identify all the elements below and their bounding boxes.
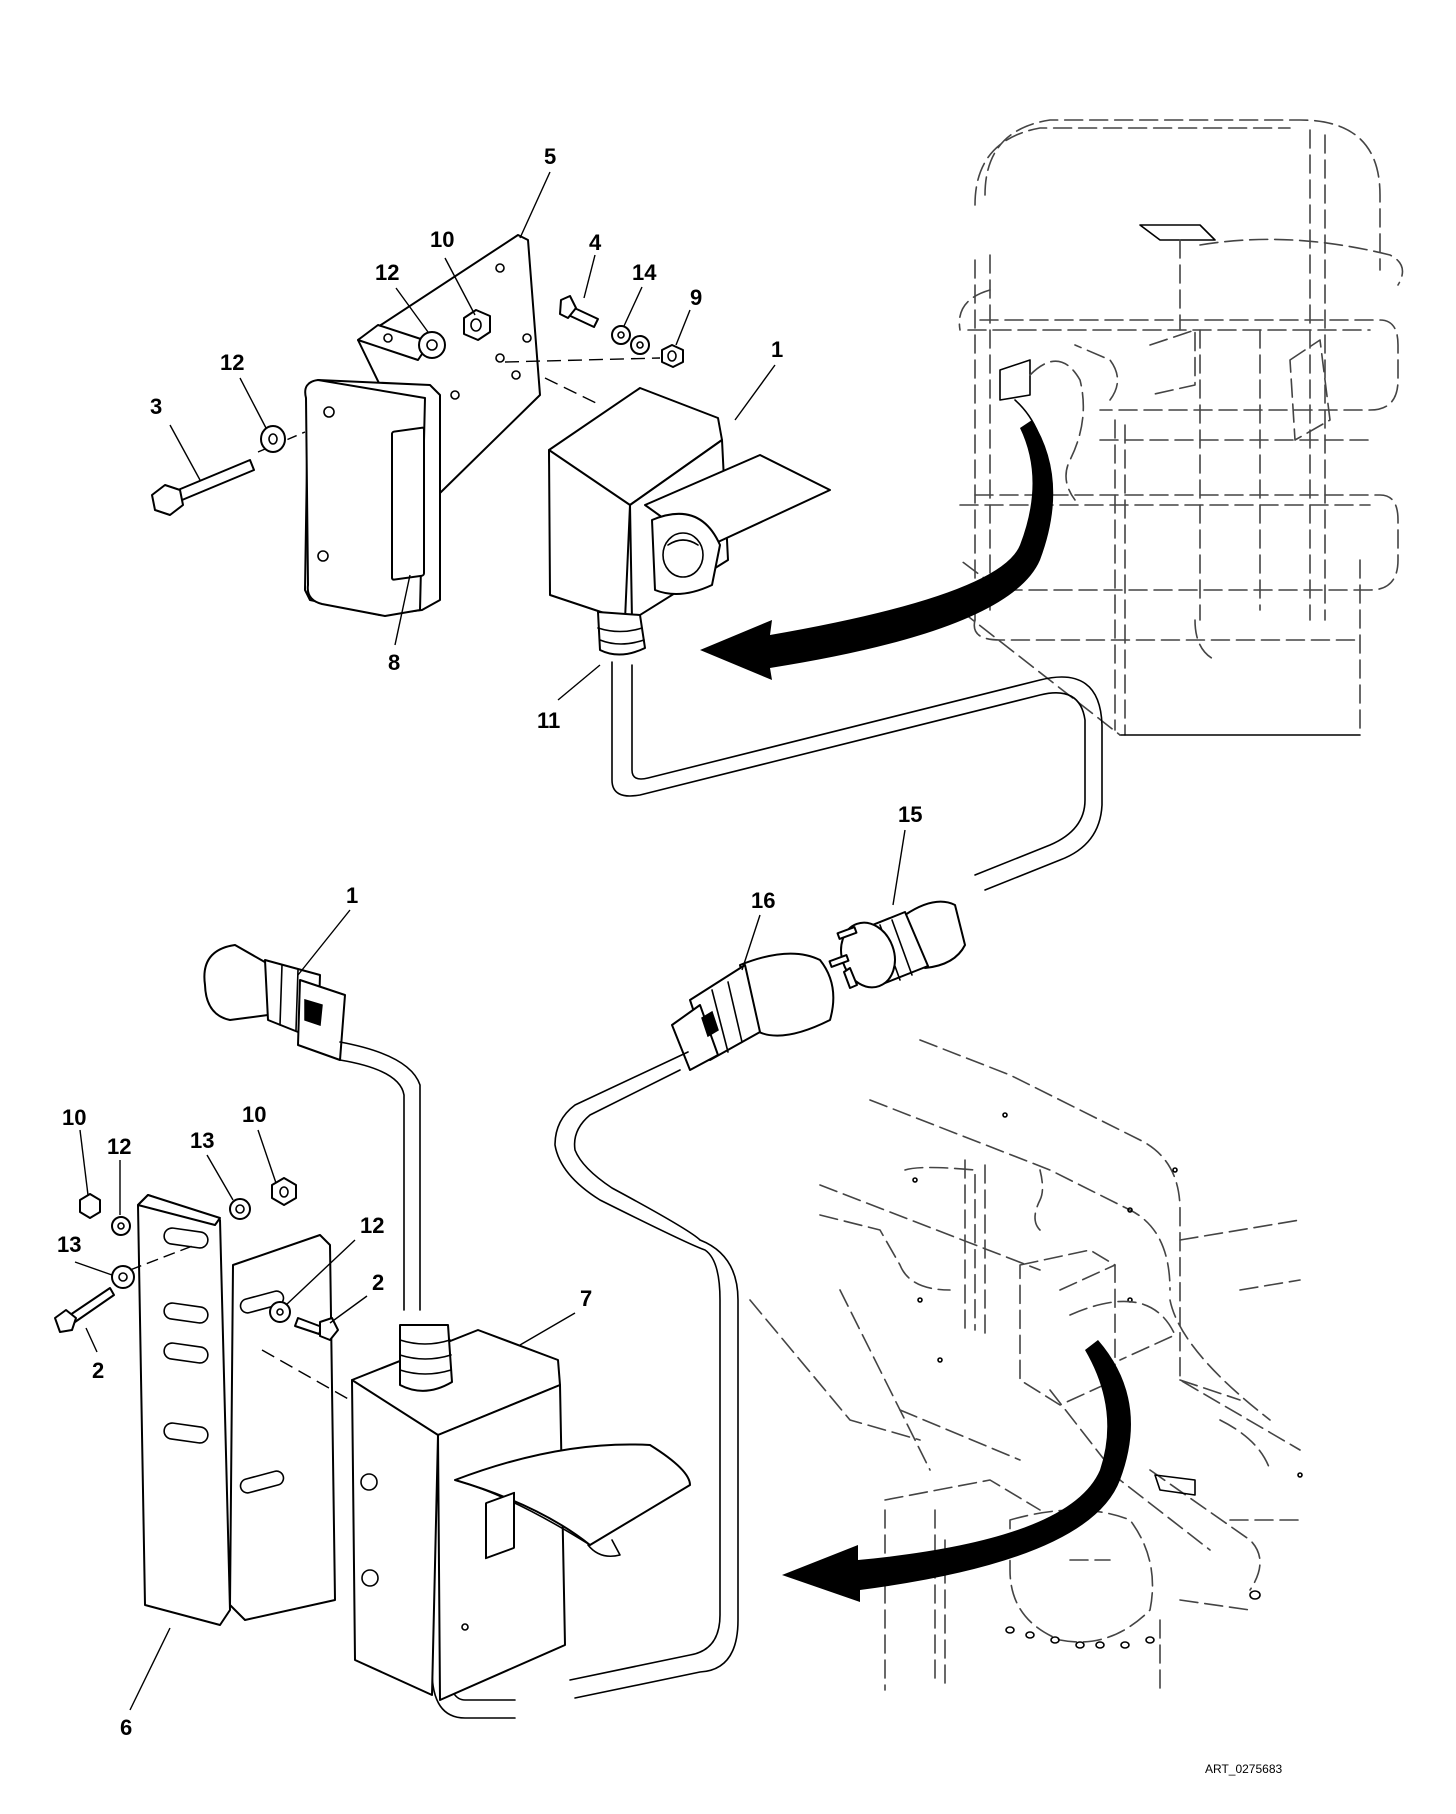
callout-12-lower-right: 12 (360, 1213, 384, 1238)
nut-10-lower-left (79, 1193, 101, 1219)
washer-13-lower-left (111, 1265, 135, 1289)
bracket-6 (137, 1194, 336, 1626)
callout-12-lower-left: 12 (107, 1134, 131, 1159)
callout-3: 3 (150, 394, 162, 419)
callout-leaders (74, 171, 906, 1711)
nut-9 (661, 344, 684, 368)
bolt-2-left (54, 1287, 115, 1333)
callout-2-left: 2 (92, 1358, 104, 1383)
bolt-2-right (294, 1317, 339, 1341)
cord-upper (611, 661, 1103, 891)
callout-10-lower-left: 10 (62, 1105, 86, 1130)
callout-4: 4 (589, 230, 602, 255)
callout-1-upper: 1 (771, 337, 783, 362)
location-arrow-lower (782, 1340, 1131, 1602)
receptacle-1-upper (548, 387, 831, 656)
callout-9: 9 (690, 285, 702, 310)
callout-12-left: 12 (220, 350, 244, 375)
platform-basket-phantom (958, 119, 1404, 736)
callout-16: 16 (751, 888, 775, 913)
callout-14: 14 (632, 260, 657, 285)
callout-7: 7 (580, 1286, 592, 1311)
washer-12-lower-right (269, 1301, 291, 1323)
cord-lower-left (339, 1041, 421, 1311)
enclosure-7 (351, 1324, 691, 1701)
bolt-4 (559, 295, 599, 328)
washer-12-lower-left (111, 1216, 131, 1236)
callout-13-upper: 13 (190, 1128, 214, 1153)
washer-13-upper-right (229, 1198, 251, 1220)
callout-8: 8 (388, 650, 400, 675)
callout-labels: 5 10 4 12 14 9 1 12 3 8 11 15 16 1 10 12… (57, 144, 922, 1740)
connector-16 (671, 952, 835, 1071)
nut-10-upper (463, 309, 491, 341)
art-id: ART_0275683 (1205, 1762, 1283, 1776)
callout-15: 15 (898, 802, 922, 827)
callout-2-right: 2 (372, 1270, 384, 1295)
location-arrow-upper (700, 399, 1054, 680)
nut-10-upper-right (271, 1177, 297, 1206)
callout-1-lower: 1 (346, 883, 358, 908)
callout-11: 11 (537, 708, 560, 733)
callout-12-upper: 12 (375, 260, 399, 285)
callout-13-lower: 13 (57, 1232, 81, 1257)
washers-14 (611, 325, 650, 355)
callout-10-upper: 10 (430, 227, 454, 252)
plug-15 (828, 900, 966, 989)
connector-1-lower (203, 944, 346, 1061)
washer-12-upper (418, 331, 446, 359)
callout-5: 5 (544, 144, 556, 169)
callout-10-lower-right: 10 (242, 1102, 266, 1127)
washer-12-left (260, 425, 286, 453)
cover-8 (304, 379, 441, 617)
callout-6: 6 (120, 1715, 132, 1740)
chassis-hole-row (1005, 1590, 1261, 1649)
